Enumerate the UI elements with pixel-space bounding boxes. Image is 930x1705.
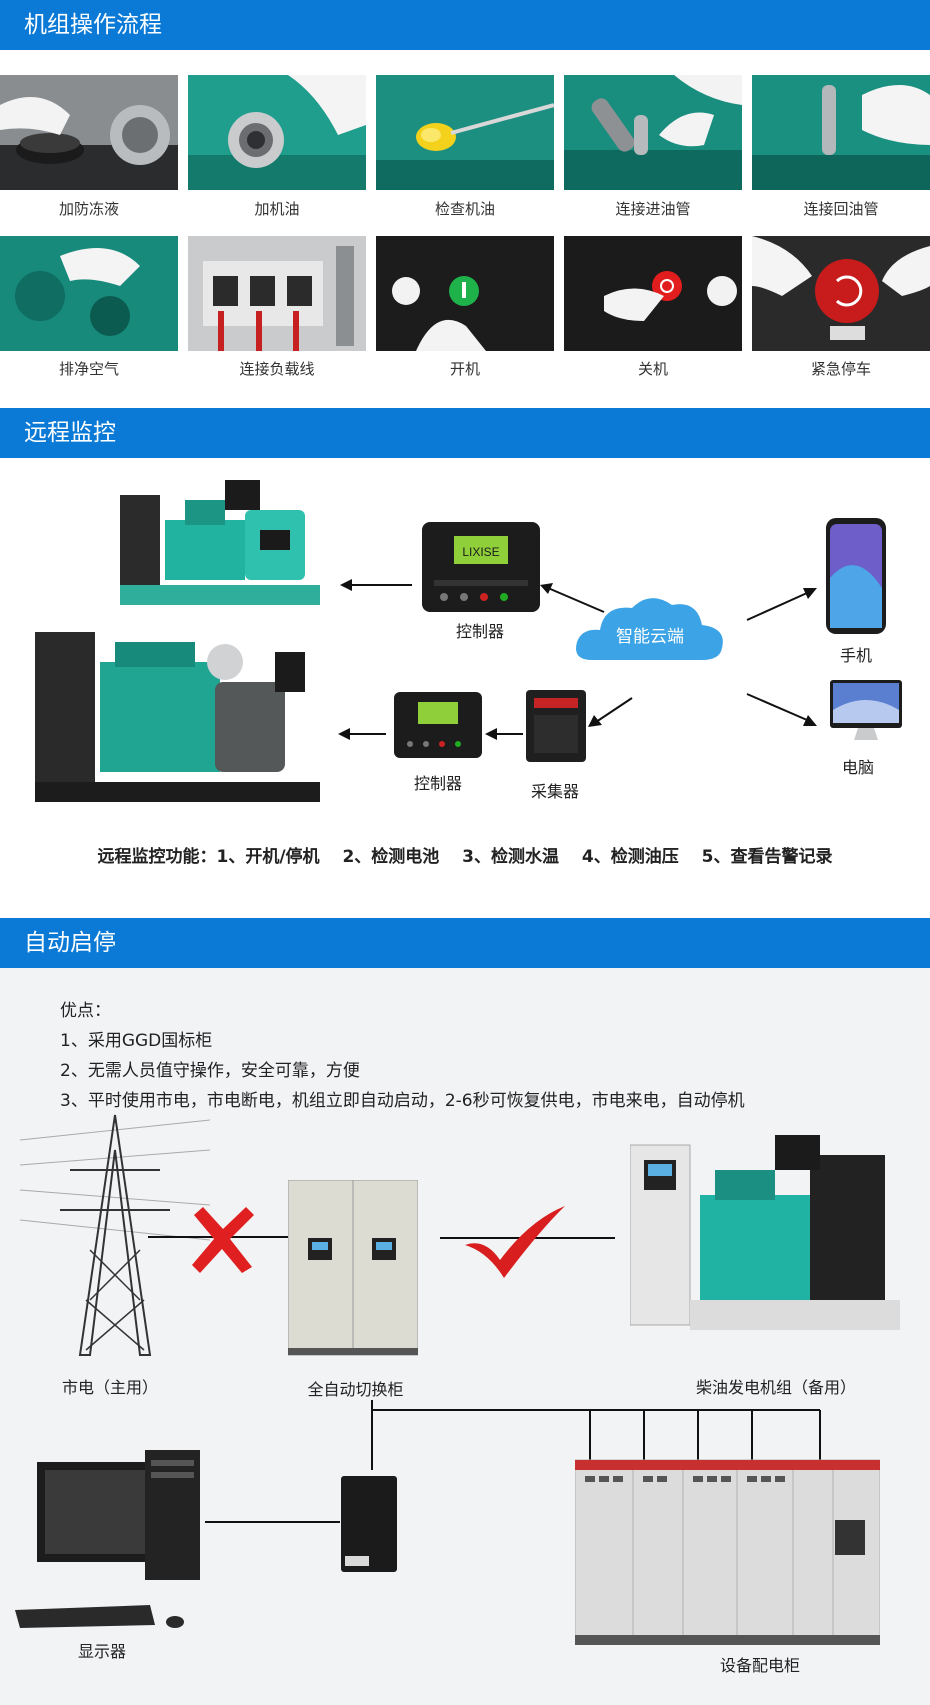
advantage-item: 2、无需人员值守操作，安全可靠，方便 [60,1061,360,1081]
distribution-cabinet-icon [575,1459,880,1645]
disconnected-line-icon [148,1207,288,1273]
step-photo-oil [188,75,366,190]
stop-button-icon [564,236,742,351]
emergency-stop-icon [752,236,930,351]
start-button-icon [376,236,554,351]
remote-features-text: 远程监控功能：1、开机/停机 2、检测电池 3、检测水温 4、检测油压 5、查看… [97,847,833,867]
label-controller-top: 控制器 [455,622,504,641]
step-caption: 连接回油管 [803,200,879,218]
arrow-left-icon [340,579,412,591]
step-photo-coolant [0,75,178,190]
oil-filler-icon [188,75,366,190]
wiring-lines [205,1400,821,1523]
step-caption: 加防冻液 [58,200,119,218]
diesel-genset-icon [630,1135,900,1330]
power-tower-icon [20,1114,210,1356]
step-caption: 连接负载线 [239,360,315,378]
connected-line-icon [440,1206,615,1278]
label-phone: 手机 [839,646,872,665]
air-bleed-icon [0,236,178,351]
step-caption: 关机 [637,360,668,378]
step-photo-emergency-stop [752,236,930,351]
cloud-label: 智能云端 [616,627,684,647]
controller-bottom-icon [394,692,482,758]
label-grid: 市电（主用） [61,1378,158,1397]
step-photo-fuel-return [752,75,930,190]
advantage-item: 1、采用GGD国标柜 [60,1031,213,1051]
section-header-process: 机组操作流程 [0,0,930,50]
label-genset: 柴油发电机组（备用） [695,1378,856,1397]
cross-icon [192,1207,254,1273]
cloud-icon: 智能云端 [576,598,723,660]
dipstick-icon [376,75,554,190]
check-icon [465,1206,565,1278]
step-caption: 排净空气 [58,360,119,378]
label-controller-bottom: 控制器 [413,774,462,793]
step-caption: 开机 [449,360,480,378]
collector-icon [526,690,586,762]
genset-small-icon [120,480,320,605]
step-caption: 紧急停车 [810,360,871,378]
label-display: 显示器 [77,1642,126,1661]
arrow-left-icon [338,728,386,740]
coolant-cap-icon [0,75,178,190]
arrow-diagonal-icon [746,693,817,726]
step-photo-stop [564,236,742,351]
step-caption: 检查机油 [434,200,495,218]
genset-large-icon [35,632,320,802]
step-photo-air-bleed [0,236,178,351]
arrow-left-icon [485,728,523,740]
arrow-diagonal-icon [588,697,633,727]
ats-cabinet-icon [288,1180,418,1356]
fuel-return-icon [752,75,930,190]
step-photo-fuel-inlet [564,75,742,190]
step-photo-load-cable [188,236,366,351]
step-caption: 加机油 [254,200,300,218]
label-computer: 电脑 [841,758,874,777]
controller-box-icon [341,1476,397,1572]
phone-icon [826,518,886,634]
arrow-diagonal-icon [746,588,817,621]
controller-brand: LIXISE [462,545,499,559]
advantage-item: 3、平时使用市电，市电断电，机组立即自动启动，2-6秒可恢复供电，市电来电，自动… [60,1091,745,1111]
advantages-title: 优点： [60,1001,111,1021]
label-collector: 采集器 [530,782,579,801]
arrow-diagonal-icon [540,583,605,613]
step-photo-start [376,236,554,351]
load-cable-icon [188,236,366,351]
computer-icon [830,680,902,740]
section-header-remote: 远程监控 [0,408,930,458]
step-photo-dipstick [376,75,554,190]
section-header-auto: 自动启停 [0,918,930,968]
desktop-monitor-icon [15,1450,200,1628]
controller-top-icon: LIXISE [422,522,540,612]
label-distribution: 设备配电柜 [719,1656,800,1675]
step-caption: 连接进油管 [615,200,691,218]
label-ats: 全自动切换柜 [307,1380,404,1399]
fuel-inlet-icon [564,75,742,190]
